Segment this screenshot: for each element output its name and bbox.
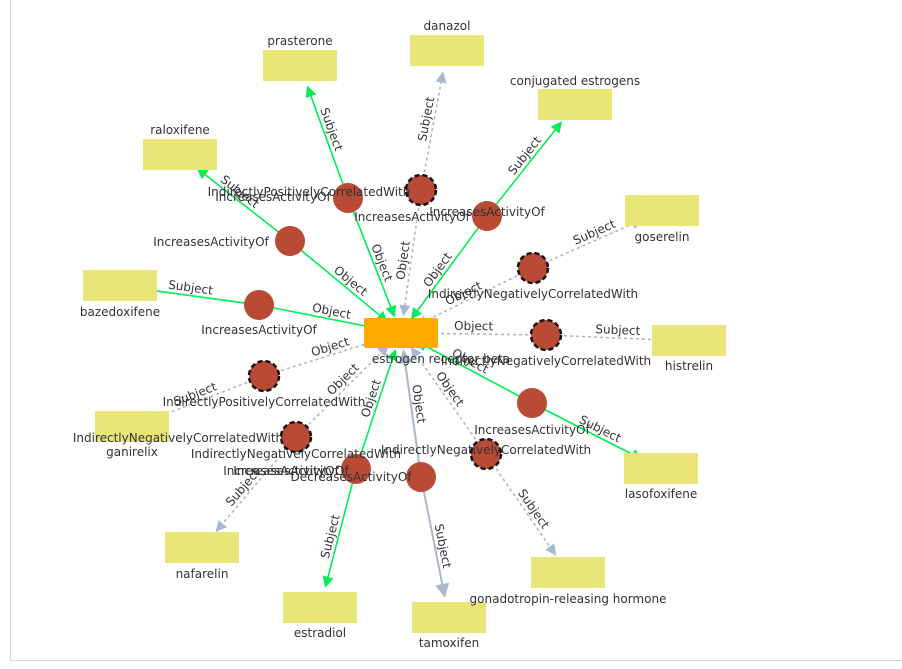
predicate-node-histrelin[interactable] (529, 318, 563, 352)
entity-node-histrelin[interactable] (652, 325, 726, 356)
center-node-label: estrogen receptor beta (372, 352, 510, 366)
entity-node-lasofoxifene[interactable] (624, 453, 698, 484)
edge-label-object-histrelin: Object (454, 319, 494, 334)
entity-label-histrelin: histrelin (665, 359, 713, 373)
nodes-layer (83, 35, 726, 633)
predicate-node-raloxifene[interactable] (275, 226, 305, 256)
predicate-label-ov_ganirelix: IndirectlyNegativelyCorrelatedWith (73, 431, 283, 445)
entity-label-goserelin: goserelin (635, 230, 690, 244)
predicate-label-lasofoxifene: IncreasesActivityOf (474, 423, 590, 437)
predicate-label-ov_nafarelin: IncreasesActivityOf (233, 464, 349, 478)
edge-object-histrelin[interactable] (417, 327, 547, 339)
predicate-node-lasofoxifene[interactable] (517, 388, 547, 418)
edge-subject-bazedoxifene[interactable] (140, 284, 260, 306)
entity-node-ganirelix[interactable] (95, 411, 169, 442)
edge-object-gonadotropin[interactable] (410, 346, 487, 455)
edge-subject-raloxifene[interactable] (196, 167, 291, 242)
edge-label-subject-bazedoxifene: Subject (167, 278, 214, 298)
edge-label-object-prasterone: Object (368, 242, 395, 284)
entity-label-estradiol: estradiol (294, 626, 346, 640)
entity-node-gonadotropin[interactable] (531, 557, 605, 588)
entity-node-conjugated[interactable] (538, 89, 612, 120)
edge-object-lasofoxifene[interactable] (415, 340, 533, 404)
edge-label-subject-goserelin: Subject (571, 217, 618, 248)
edge-subject-lasofoxifene[interactable] (531, 402, 643, 460)
entity-node-estradiol[interactable] (283, 592, 357, 623)
entity-label-nafarelin: nafarelin (176, 567, 229, 581)
edge-object-estradiol[interactable] (355, 349, 398, 470)
edge-label-object-nafarelin: Object (324, 360, 362, 398)
entity-label-gonadotropin: gonadotropin-releasing hormone (470, 592, 667, 606)
edge-object-tamoxifen[interactable] (398, 349, 422, 478)
edge-subject-tamoxifen[interactable] (420, 476, 450, 598)
edge-subject-ganirelix[interactable] (151, 375, 265, 421)
entity-label-prasterone: prasterone (267, 34, 332, 48)
entity-node-bazedoxifene[interactable] (83, 270, 157, 301)
entity-node-goserelin[interactable] (625, 195, 699, 226)
edge-object-prasterone[interactable] (347, 197, 396, 318)
entity-node-tamoxifen[interactable] (412, 602, 486, 633)
predicate-node-conjugated[interactable] (472, 201, 502, 231)
entity-label-bazedoxifene: bazedoxifene (80, 305, 160, 319)
entity-label-conjugated: conjugated estrogens (510, 74, 640, 88)
predicate-label-bazedoxifene: IncreasesActivityOf (201, 323, 317, 337)
entity-node-nafarelin[interactable] (165, 532, 239, 563)
predicate-label-ov_prasterone: IncreasesActivityOf (215, 190, 331, 204)
edge-subject-estradiol[interactable] (322, 468, 357, 588)
predicate-label-histrelin: IndirectlyNegativelyCorrelatedWith (441, 354, 651, 368)
edge-label-object-danazol: Object (393, 240, 412, 281)
predicate-node-prasterone[interactable] (333, 183, 363, 213)
edge-label-subject-prasterone: Subject (317, 106, 346, 153)
predicate-node-bazedoxifene[interactable] (244, 290, 274, 320)
predicate-label-goserelin: IndirectlyNegativelyCorrelatedWith (428, 287, 638, 301)
predicate-label-raloxifene: IncreasesActivityOf (153, 235, 269, 249)
edge-object-conjugated[interactable] (410, 215, 488, 320)
predicate-node-goserelin[interactable] (516, 251, 550, 285)
edge-label-object-ganirelix: Object (309, 334, 351, 359)
edge-object-nafarelin[interactable] (295, 344, 390, 438)
edge-subject-conjugated[interactable] (486, 121, 563, 217)
edge-subject-gonadotropin[interactable] (485, 453, 557, 556)
knowledge-graph[interactable]: SubjectObjectSubjectObjectSubjectObjectS… (11, 0, 902, 660)
predicate-node-nafarelin[interactable] (279, 420, 313, 454)
predicate-label-nafarelin: IndirectlyNegativelyCorrelatedWith (191, 447, 401, 461)
center-node[interactable] (364, 318, 438, 348)
entity-label-tamoxifen: tamoxifen (419, 636, 479, 650)
predicate-node-tamoxifen[interactable] (406, 462, 436, 492)
edge-subject-prasterone[interactable] (305, 85, 349, 199)
predicate-node-gonadotropin[interactable] (469, 437, 503, 471)
edge-label-object-tamoxifen: Object (409, 384, 428, 425)
edges-layer (140, 71, 669, 598)
predicate-node-danazol[interactable] (404, 173, 438, 207)
predicate-node-estradiol[interactable] (341, 454, 371, 484)
predicate-label-gonadotropin: IndirectlyNegativelyCorrelatedWith (381, 443, 591, 457)
edge-subject-histrelin[interactable] (545, 334, 669, 346)
edge-subject-goserelin[interactable] (532, 218, 643, 269)
edge-subject-nafarelin[interactable] (215, 436, 297, 533)
predicate-label-ganirelix: IndirectlyPositivelyCorrelatedWith (163, 395, 366, 409)
entity-label-ganirelix: ganirelix (106, 445, 158, 459)
edge-label-subject-conjugated: Subject (505, 133, 544, 177)
predicate-label-estradiol: IncreasesActivityOf (223, 464, 339, 478)
entity-label-danazol: danazol (424, 19, 471, 33)
predicate-label-prasterone: IndirectlyPositivelyCorrelatedWith (208, 185, 411, 199)
predicate-node-ganirelix[interactable] (247, 359, 281, 393)
entity-label-raloxifene: raloxifene (150, 123, 210, 137)
edge-label-subject-gonadotropin: Subject (515, 487, 552, 532)
entity-node-raloxifene[interactable] (143, 139, 217, 170)
edge-subject-danazol[interactable] (420, 71, 447, 191)
edge-object-bazedoxifene[interactable] (258, 304, 385, 334)
predicate-label-tamoxifen: DecreasesActivityOf (290, 470, 412, 484)
edge-object-ganirelix[interactable] (263, 336, 385, 377)
entity-label-lasofoxifene: lasofoxifene (625, 487, 698, 501)
edge-object-raloxifene[interactable] (289, 240, 389, 323)
entity-node-danazol[interactable] (410, 35, 484, 66)
predicate-label-conjugated: IncreasesActivityOf (429, 205, 545, 219)
entity-node-prasterone[interactable] (263, 50, 337, 81)
edge-label-subject-histrelin: Subject (595, 322, 641, 338)
predicate-label-danazol: IncreasesActivityOf (354, 210, 470, 224)
